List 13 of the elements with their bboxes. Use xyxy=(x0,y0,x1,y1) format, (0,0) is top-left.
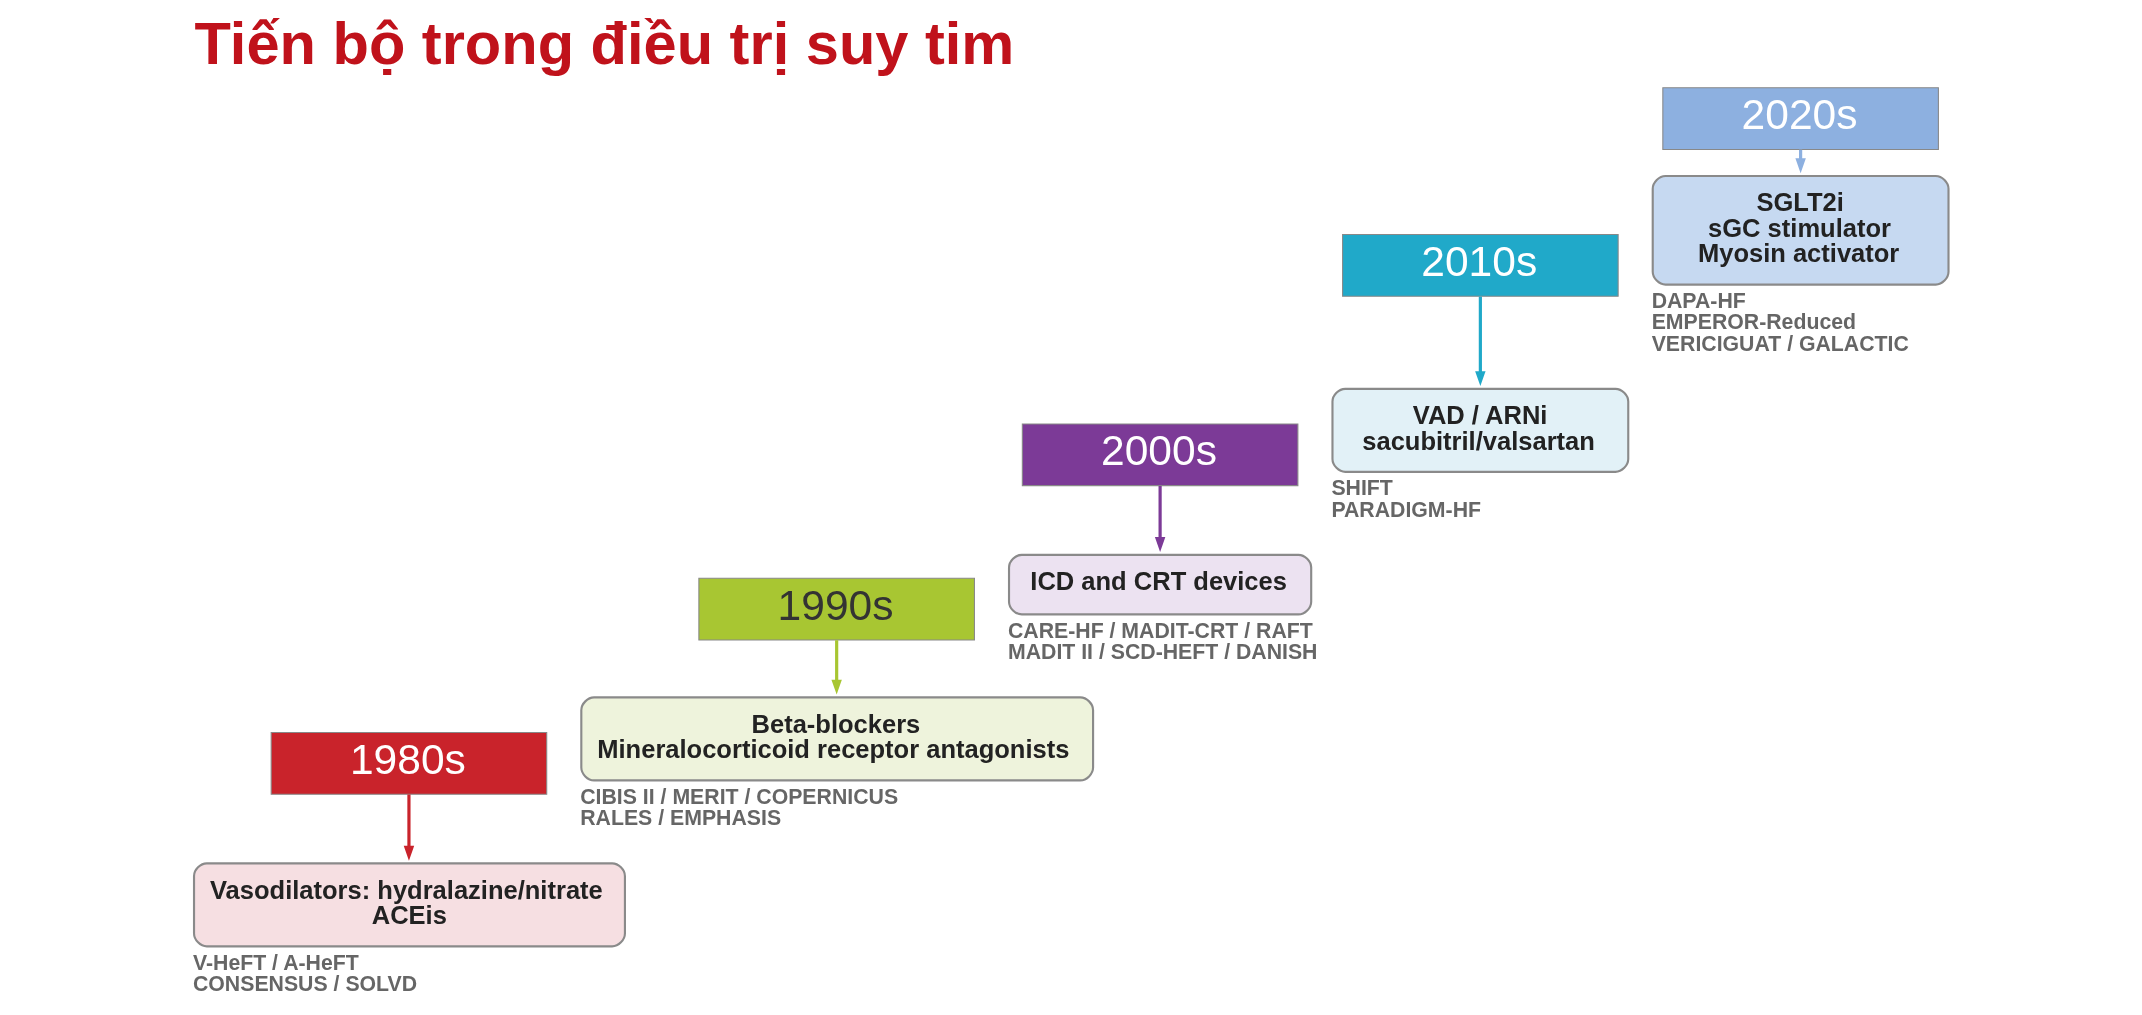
node-box: 1980s xyxy=(270,731,548,795)
node-box: 2010s xyxy=(1342,233,1619,297)
node-box: 2020s xyxy=(1662,86,1939,150)
diagram-title: Tiến bộ trong điều trị suy tim xyxy=(194,9,1015,77)
node-box: 2000s xyxy=(1021,422,1299,486)
arrow xyxy=(1154,485,1166,552)
node-box: 1990s xyxy=(698,577,975,640)
arrow xyxy=(403,793,415,861)
arrow xyxy=(1475,296,1486,386)
node-label: VERICIGUAT / GALACTIC xyxy=(1651,331,1909,356)
node-label: SHIFT xyxy=(1331,475,1393,500)
arrow xyxy=(831,639,842,695)
node-label: PARADIGM-HF xyxy=(1331,497,1482,522)
